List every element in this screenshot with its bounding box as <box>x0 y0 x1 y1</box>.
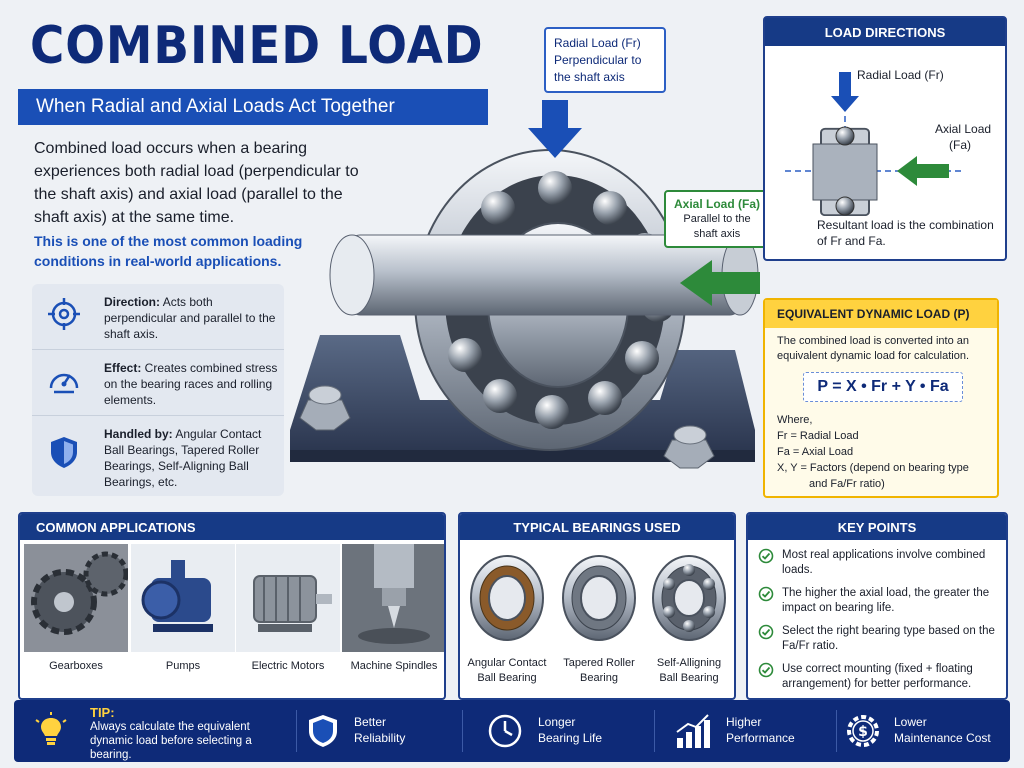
page-title: COMBINED LOAD <box>30 16 484 76</box>
target-icon <box>48 298 80 330</box>
check-circle-icon <box>758 548 774 564</box>
info-row-handled: Handled by: Angular Contact Ball Bearing… <box>32 416 284 496</box>
app-machine-spindles: Machine Spindles <box>342 544 444 698</box>
gauge-icon <box>49 373 79 394</box>
footer-tip: TIP: Always calculate the equivalent dyn… <box>14 700 294 762</box>
equivalent-load-panel: EQUIVALENT DYNAMIC LOAD (P) The combined… <box>763 298 999 498</box>
equivalent-load-legend: Where, Fr = Radial Load Fa = Axial Load … <box>777 412 997 492</box>
dir-axial-label: Axial Load <box>935 122 992 136</box>
dir-radial-label: Radial Load (Fr) <box>857 68 944 82</box>
applications-heading: COMMON APPLICATIONS <box>20 514 444 540</box>
bearings-heading: TYPICAL BEARINGS USED <box>460 514 734 540</box>
app-label-machine-spindles: Machine Spindles <box>350 660 438 672</box>
info-row-direction: Direction: Acts both perpendicular and p… <box>32 284 284 350</box>
bolt-left <box>299 385 351 431</box>
info-row-effect: Effect: Creates combined stress on the b… <box>32 350 284 416</box>
app-gearboxes: Gearboxes <box>24 544 128 698</box>
clock-icon <box>488 714 522 748</box>
eq-line-xy: X, Y = Factors (depend on bearing type <box>777 462 969 474</box>
app-label-pumps: Pumps <box>165 660 201 672</box>
applications-section: COMMON APPLICATIONS Gearboxes Pumps <box>18 512 446 700</box>
dir-axial-symbol: (Fa) <box>949 138 971 152</box>
svg-text:$: $ <box>858 724 868 740</box>
intro-highlight: This is one of the most common loading c… <box>34 233 303 269</box>
angular-contact-bearing-icon <box>470 555 544 641</box>
intro-text: Combined load occurs when a bearing expe… <box>34 140 359 226</box>
electric-motor-icon <box>236 544 340 652</box>
axial-callout-desc: Parallel to the shaft axis <box>683 213 751 240</box>
app-pumps: Pumps <box>131 544 235 698</box>
footer-tip-text: TIP: Always calculate the equivalent dyn… <box>90 705 252 762</box>
key-points-heading: KEY POINTS <box>748 514 1006 540</box>
eq-line-fr: Fr = Radial Load <box>777 430 859 442</box>
load-directions-panel: LOAD DIRECTIONS Radial Load (Fr) Axial L… <box>763 16 1007 261</box>
footer-bar: TIP: Always calculate the equivalent dyn… <box>14 700 1010 762</box>
shield-icon <box>51 437 77 468</box>
check-circle-icon <box>758 662 774 678</box>
tapered-roller-bearing-icon <box>562 555 636 641</box>
eq-where: Where, <box>777 414 813 426</box>
key-point-3: Select the right bearing type based on t… <box>758 624 1003 654</box>
equivalent-load-heading: EQUIVALENT DYNAMIC LOAD (P) <box>765 300 997 328</box>
pump-icon <box>131 544 235 652</box>
bearing-assembly-illustration <box>290 100 760 469</box>
load-directions-heading: LOAD DIRECTIONS <box>765 18 1005 46</box>
key-point-2: The higher the axial load, the greater t… <box>758 586 1003 616</box>
lightbulb-icon <box>35 712 67 745</box>
radial-load-callout: Radial Load (Fr) Perpendicular to the sh… <box>544 27 666 93</box>
footer-divider <box>836 710 837 752</box>
growth-chart-icon <box>676 714 710 748</box>
app-label-electric-motors: Electric Motors <box>251 660 325 672</box>
equivalent-load-formula: P = X • Fr + Y • Fa <box>803 372 963 402</box>
footer-divider <box>654 710 655 752</box>
app-electric-motors: Electric Motors <box>236 544 340 698</box>
axial-load-callout: Axial Load (Fa) Parallel to the shaft ax… <box>664 190 770 248</box>
info-card: Direction: Acts both perpendicular and p… <box>32 284 284 496</box>
radial-callout-title: Radial Load (Fr) <box>554 36 641 50</box>
key-points-section: KEY POINTS Most real applications involv… <box>746 512 1008 700</box>
resultant-note: Resultant load is the combination of Fr … <box>817 218 994 248</box>
gearbox-icon <box>24 544 128 652</box>
check-circle-icon <box>758 586 774 602</box>
shield-check-icon <box>309 715 337 747</box>
key-point-4: Use correct mounting (fixed + floating a… <box>758 662 1003 692</box>
radial-callout-desc: Perpendicular to the shaft axis <box>554 53 642 84</box>
dollar-gear-icon: $ <box>847 715 879 747</box>
footer-divider <box>462 710 463 752</box>
subtitle-banner: When Radial and Axial Loads Act Together <box>18 89 488 125</box>
key-point-1: Most real applications involve combined … <box>758 548 1003 578</box>
eq-line-fa: Fa = Axial Load <box>777 446 854 458</box>
check-circle-icon <box>758 624 774 640</box>
footer-divider <box>296 710 297 752</box>
axial-load-arrow <box>680 260 760 306</box>
axial-callout-title: Axial Load (Fa) <box>673 197 760 211</box>
equivalent-load-desc: The combined load is converted into an e… <box>777 335 970 362</box>
info-effect-text: Effect: Creates combined stress on the b… <box>104 361 278 407</box>
load-directions-diagram <box>785 72 965 216</box>
info-direction-text: Direction: Acts both perpendicular and p… <box>104 295 276 341</box>
self-aligning-bearing-icon <box>652 555 726 641</box>
eq-line-xy2: and Fa/Fr ratio) <box>809 478 885 490</box>
bolt-right <box>663 425 715 469</box>
app-label-gearboxes: Gearboxes <box>49 660 103 672</box>
radial-load-arrow <box>528 100 582 158</box>
info-handled-text: Handled by: Angular Contact Ball Bearing… <box>104 427 262 489</box>
machine-spindle-icon <box>342 544 444 652</box>
